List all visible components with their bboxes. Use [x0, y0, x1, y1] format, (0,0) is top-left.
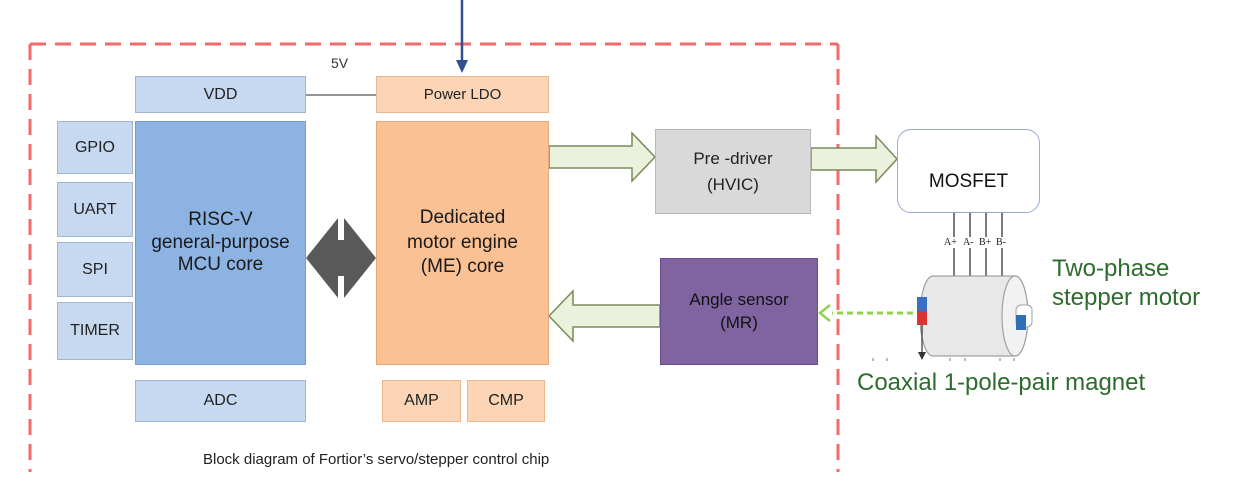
vdd-block: VDD	[135, 76, 306, 113]
phase-label-a-minus: A-	[963, 237, 974, 248]
pre-driver-block: Pre -driver (HVIC)	[655, 129, 811, 214]
amp-label: AMP	[404, 392, 439, 409]
gpio-label: GPIO	[74, 138, 115, 156]
phase-label-b-minus: B-	[996, 237, 1006, 248]
adc-label: ADC	[203, 392, 238, 409]
mcu-core-block: RISC-V general-purpose MCU core	[135, 121, 306, 365]
diagram-caption: Block diagram of Fortior’s servo/stepper…	[203, 451, 550, 468]
spi-block: SPI	[57, 242, 133, 297]
phase-label-a-plus: A+	[944, 237, 957, 248]
me-to-predriver-arrow	[548, 131, 657, 183]
cmp-block: CMP	[467, 380, 545, 422]
motor-engine-label: Dedicated motor engine (ME) core	[407, 206, 518, 278]
mcu-me-bidirectional-arrow	[306, 218, 376, 298]
cmp-label: CMP	[488, 392, 524, 409]
magnet-label: Coaxial 1-pole-pair magnet	[857, 369, 1146, 396]
pre-driver-label: Pre -driver (HVIC)	[693, 149, 773, 194]
motor-engine-block: Dedicated motor engine (ME) core	[376, 121, 549, 365]
mosfet-block: MOSFET	[897, 129, 1040, 213]
power-input-arrow	[456, 0, 468, 73]
mcu-core-label: RISC-V general-purpose MCU core	[151, 209, 290, 276]
power-ldo-block: Power LDO	[376, 76, 549, 113]
motor-label: Two-phase stepper motor	[1052, 255, 1201, 311]
power-ldo-label: Power LDO	[423, 86, 502, 103]
vdd-label: VDD	[203, 85, 238, 103]
uart-block: UART	[57, 182, 133, 237]
amp-block: AMP	[382, 380, 461, 422]
adc-block: ADC	[135, 380, 306, 422]
uart-label: UART	[73, 200, 117, 218]
motor-base-marks	[872, 358, 1015, 361]
angle-to-me-arrow	[547, 289, 661, 343]
angle-sensor-block: Angle sensor (MR)	[660, 258, 818, 365]
timer-block: TIMER	[57, 302, 133, 360]
voltage-label: 5V	[331, 55, 349, 71]
mosfet-leads	[953, 212, 1003, 276]
mosfet-label: MOSFET	[928, 171, 1009, 192]
stepper-motor-icon	[917, 275, 1033, 360]
timer-label: TIMER	[70, 322, 120, 339]
gpio-block: GPIO	[57, 121, 133, 174]
spi-label: SPI	[82, 260, 108, 278]
phase-label-b-plus: B+	[979, 237, 992, 248]
chip-boundary	[28, 42, 840, 472]
predriver-to-mosfet-arrow	[810, 134, 899, 184]
magnet-sensing-arrow	[817, 304, 913, 322]
angle-sensor-label: Angle sensor (MR)	[689, 290, 789, 332]
